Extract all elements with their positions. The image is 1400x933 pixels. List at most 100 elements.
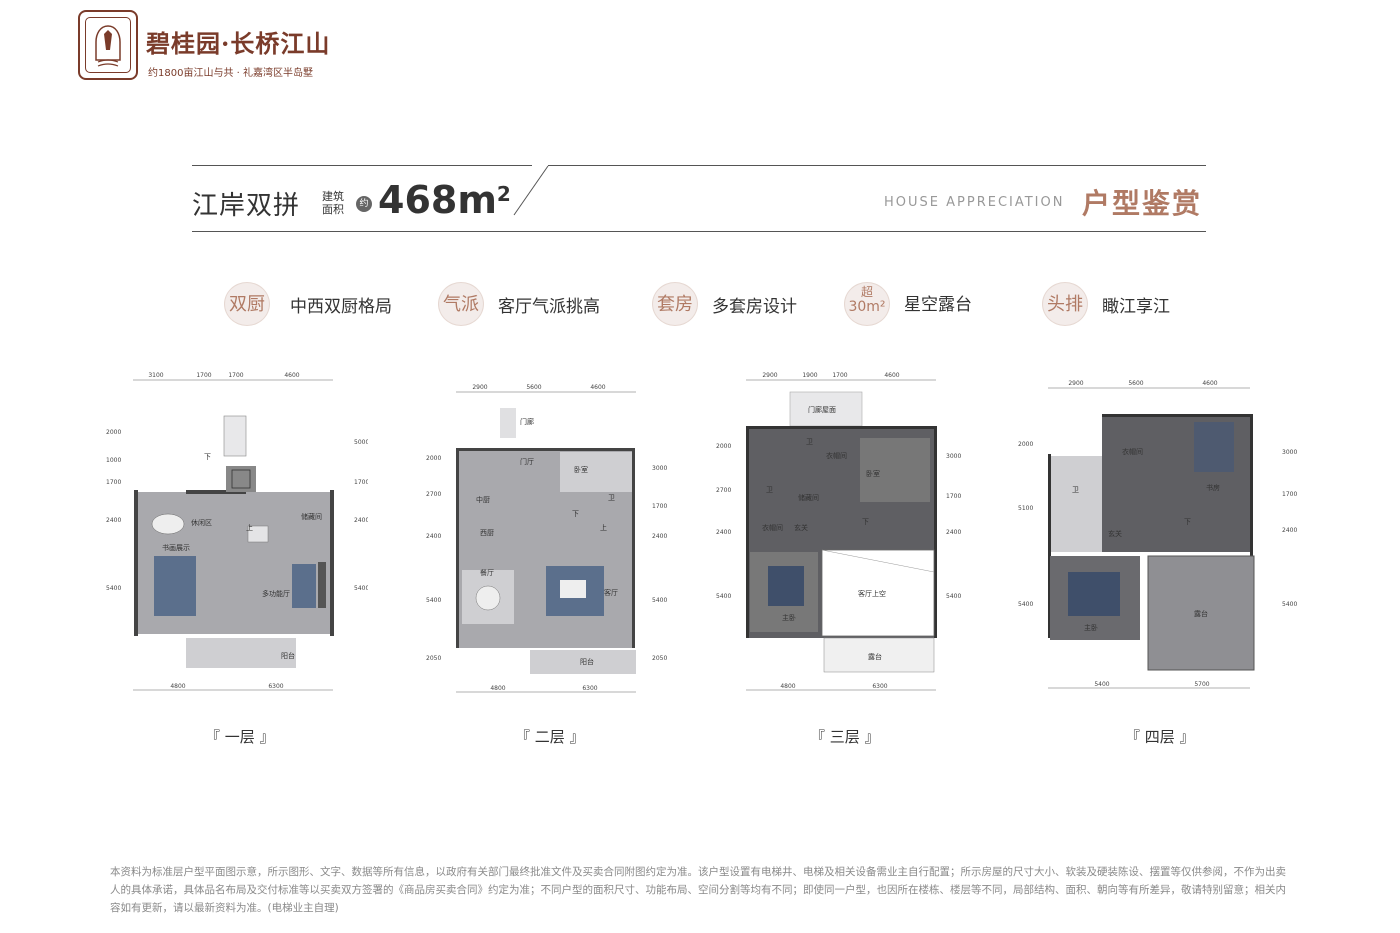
svg-text:衣帽间: 衣帽间 [826, 451, 847, 460]
unit-type-name: 江岸双拼 [192, 191, 301, 221]
svg-text:3000: 3000 [1282, 449, 1297, 456]
brand-name: 碧桂园·长桥江山 [146, 29, 331, 58]
svg-text:5400: 5400 [716, 593, 731, 600]
svg-text:1700: 1700 [106, 479, 121, 486]
svg-text:5400: 5400 [426, 597, 441, 604]
svg-text:4600: 4600 [284, 372, 299, 379]
svg-text:5400: 5400 [106, 585, 121, 592]
svg-text:6300: 6300 [872, 683, 887, 690]
svg-text:客厅上空: 客厅上空 [858, 589, 886, 598]
svg-text:卫: 卫 [1072, 486, 1079, 494]
svg-text:1700: 1700 [1282, 491, 1297, 498]
svg-text:4600: 4600 [1202, 380, 1217, 387]
svg-text:2900: 2900 [472, 384, 487, 391]
svg-text:中厨: 中厨 [476, 495, 490, 504]
svg-text:2400: 2400 [652, 533, 667, 540]
area-value: 468m2 [378, 178, 511, 222]
subtitle-cn: 户型鉴赏 [1082, 187, 1203, 220]
svg-text:2400: 2400 [354, 517, 368, 524]
floor-plan-1: 3100 1700 1700 4600 休闲区 书画展示 储藏间 多功能厅 阳台… [106, 372, 368, 691]
feature-badge: 气派 [438, 282, 484, 326]
svg-text:5400: 5400 [1018, 601, 1033, 608]
svg-text:衣帽间: 衣帽间 [762, 523, 783, 532]
feature-badge: 双厨 [224, 282, 270, 326]
svg-text:衣帽间: 衣帽间 [1122, 447, 1143, 456]
svg-text:下: 下 [204, 453, 211, 461]
svg-text:5400: 5400 [946, 593, 961, 600]
svg-text:上: 上 [600, 523, 607, 532]
floor-plan-4: 2900 5600 4600 衣帽间 卫 书房 玄关 主卧 露台 下 5400 … [1018, 380, 1297, 689]
svg-text:5600: 5600 [1128, 380, 1143, 387]
svg-text:1000: 1000 [106, 457, 121, 464]
svg-text:1700: 1700 [228, 372, 243, 379]
svg-text:2700: 2700 [426, 491, 441, 498]
svg-text:2400: 2400 [1282, 527, 1297, 534]
svg-text:西厨: 西厨 [480, 529, 494, 537]
logo-emblem [78, 10, 138, 80]
area-label: 建筑面积 [322, 190, 344, 216]
floor-label-2: 『 二层 』 [515, 728, 585, 746]
feature-badge: 超 30m² [844, 282, 890, 326]
svg-text:1700: 1700 [652, 503, 667, 510]
svg-text:2700: 2700 [716, 487, 731, 494]
svg-text:露台: 露台 [868, 652, 882, 661]
svg-text:4600: 4600 [590, 384, 605, 391]
svg-text:4600: 4600 [884, 372, 899, 379]
svg-text:2000: 2000 [1018, 441, 1033, 448]
svg-text:书房: 书房 [1206, 483, 1220, 492]
svg-text:门廊: 门廊 [520, 417, 534, 426]
svg-text:储藏间: 储藏间 [301, 512, 322, 521]
svg-text:2400: 2400 [426, 533, 441, 540]
svg-text:2000: 2000 [106, 429, 121, 436]
svg-text:5400: 5400 [652, 597, 667, 604]
svg-text:卫: 卫 [608, 494, 615, 502]
floor-plan-3: 2900 1900 1700 4600 门廊屋面 卫 衣帽间 卧室 卫 储藏间 … [716, 372, 961, 691]
svg-text:卧室: 卧室 [574, 465, 588, 474]
svg-text:2000: 2000 [716, 443, 731, 450]
svg-text:5400: 5400 [354, 585, 368, 592]
floor-label-1: 『 一层 』 [205, 728, 275, 746]
svg-text:卫: 卫 [806, 438, 813, 446]
feature-text: 多套房设计 [712, 297, 797, 317]
svg-text:多功能厅: 多功能厅 [262, 589, 290, 598]
svg-text:玄关: 玄关 [794, 523, 808, 532]
svg-text:下: 下 [572, 510, 579, 518]
svg-text:3100: 3100 [148, 372, 163, 379]
svg-text:5700: 5700 [1194, 681, 1209, 688]
svg-text:2400: 2400 [716, 529, 731, 536]
svg-text:阳台: 阳台 [580, 657, 594, 666]
svg-text:4800: 4800 [780, 683, 795, 690]
svg-text:门廊屋面: 门廊屋面 [808, 405, 836, 414]
floor-plan-2: 2900 5600 4600 门廊 门厅 卧室 中厨 西厨 卫 餐厅 客厅 阳台… [426, 384, 667, 693]
svg-text:书画展示: 书画展示 [162, 543, 190, 552]
svg-text:休闲区: 休闲区 [191, 518, 212, 527]
feature-text: 瞰江享江 [1102, 297, 1170, 317]
feature-text: 星空露台 [904, 295, 972, 315]
svg-text:2400: 2400 [106, 517, 121, 524]
svg-text:6300: 6300 [268, 683, 283, 690]
disclaimer-text: 本资料为标准层户型平面图示意，所示图形、文字、数据等所有信息，以政府有关部门最终… [110, 866, 1286, 914]
svg-text:5400: 5400 [1282, 601, 1297, 608]
svg-text:1700: 1700 [946, 493, 961, 500]
feature-text: 客厅气派挑高 [498, 297, 600, 317]
svg-text:下: 下 [862, 518, 869, 526]
svg-text:阳台: 阳台 [281, 651, 295, 660]
header-slash [513, 165, 549, 216]
svg-text:下: 下 [1184, 518, 1191, 526]
floor-label-3: 『 三层 』 [810, 728, 880, 746]
svg-text:2900: 2900 [762, 372, 777, 379]
svg-text:5400: 5400 [1094, 681, 1109, 688]
svg-text:3000: 3000 [652, 465, 667, 472]
svg-text:1700: 1700 [196, 372, 211, 379]
svg-text:1900: 1900 [802, 372, 817, 379]
svg-text:餐厅: 餐厅 [480, 568, 494, 577]
svg-text:1700: 1700 [354, 479, 368, 486]
header-rule-top-right [548, 165, 1206, 166]
subtitle-en: HOUSE APPRECIATION [884, 195, 1065, 210]
svg-text:2050: 2050 [652, 655, 667, 662]
brand-logo: 碧桂园·长桥江山 约1800亩江山与共 · 礼嘉湾区半岛墅 [78, 10, 378, 85]
header-rule-bottom [192, 231, 1206, 232]
svg-text:客厅: 客厅 [604, 588, 618, 597]
svg-text:上: 上 [246, 523, 253, 532]
svg-text:卫: 卫 [766, 486, 773, 494]
